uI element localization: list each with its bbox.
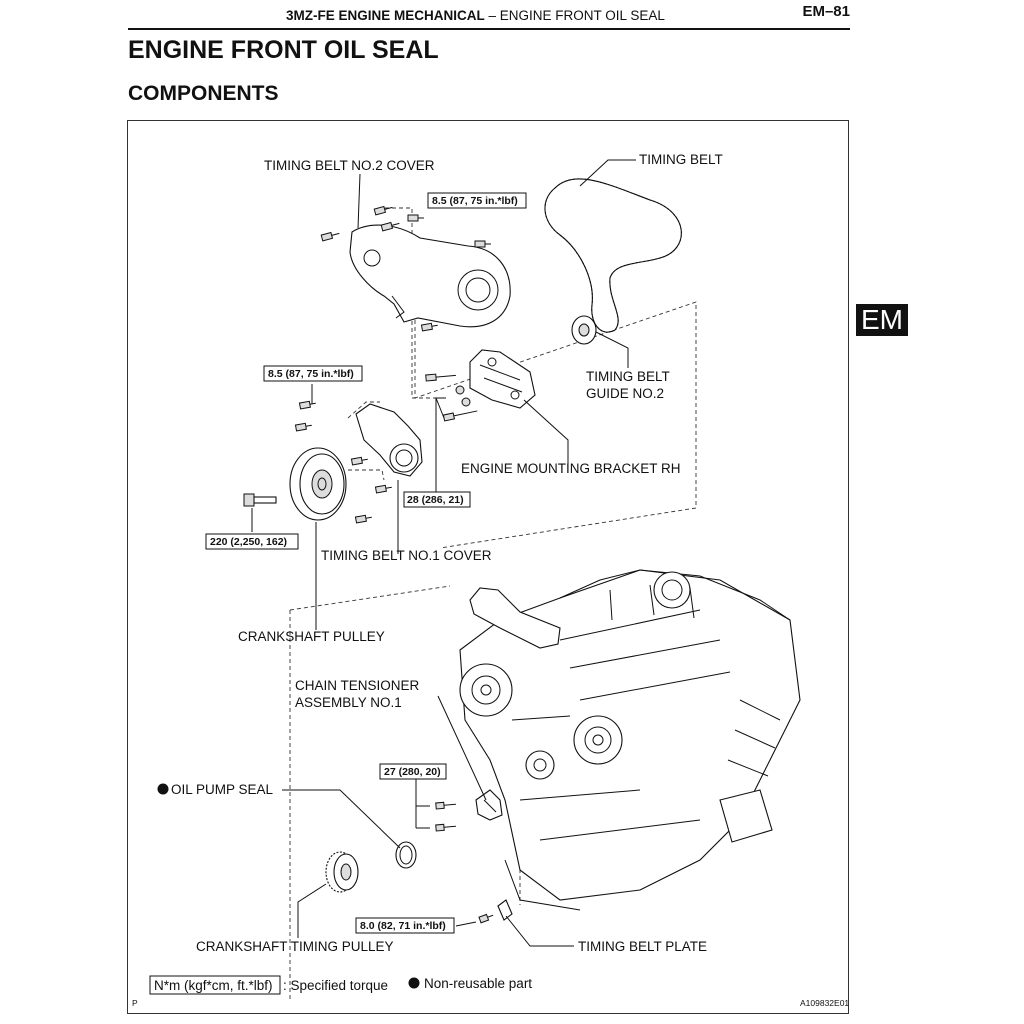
page-number: EM–81: [802, 3, 850, 20]
header-section-bold: 3MZ-FE ENGINE MECHANICAL: [286, 8, 485, 23]
leader-lines: [251, 159, 636, 947]
legend-nonreusable-dot-icon: [408, 977, 420, 989]
torque-cover2: 8.5 (87, 75 in.*lbf): [432, 195, 518, 207]
torque-box-tensioner: [379, 763, 447, 780]
legend-torque-units: N*m (kgf*cm, ft.*lbf): [154, 978, 273, 993]
timing-belt-plate: [478, 899, 513, 924]
engine-mounting-bracket-rh: [469, 349, 536, 409]
cover1-bolts: [294, 400, 392, 524]
timing-belt-no2-cover: [349, 224, 511, 328]
page-title: ENGINE FRONT OIL SEAL: [128, 36, 439, 64]
oil-pump-seal: [395, 841, 417, 869]
corner-mark-p: P: [132, 998, 138, 1008]
legend-nonreusable-text: Non-reusable part: [424, 976, 532, 991]
tensioner-bolts: [435, 801, 456, 832]
cover2-bolts: [320, 205, 491, 332]
torque-box-cover2: [427, 192, 527, 209]
label-timing-belt-guide-2: GUIDE NO.2: [586, 386, 664, 401]
header-section: 3MZ-FE ENGINE MECHANICAL – ENGINE FRONT …: [286, 8, 665, 23]
crankshaft-timing-pulley: [325, 851, 359, 893]
label-chain-tensioner-1: CHAIN TENSIONER: [295, 678, 420, 693]
section-tab-em[interactable]: EM: [856, 304, 908, 336]
figure-id: A109832E01: [800, 998, 849, 1008]
timing-belt-guide-no2: [571, 315, 597, 345]
label-engine-mounting-bracket-rh: ENGINE MOUNTING BRACKET RH: [461, 461, 681, 476]
chain-tensioner-assembly-no1: [475, 789, 503, 821]
torque-tensioner: 27 (280, 20): [384, 766, 441, 778]
label-timing-belt: TIMING BELT: [639, 152, 723, 167]
page-header: 3MZ-FE ENGINE MECHANICAL – ENGINE FRONT …: [128, 3, 850, 30]
label-timing-belt-guide-1: TIMING BELT: [586, 369, 670, 384]
torque-cover1: 8.5 (87, 75 in.*lbf): [268, 368, 354, 380]
timing-belt: [544, 178, 682, 333]
legend-torque-box: [149, 975, 281, 995]
nonreusable-dot-icon: [157, 783, 169, 795]
header-section-sub: ENGINE FRONT OIL SEAL: [499, 8, 665, 23]
torque-box-cover1: [263, 365, 363, 382]
torque-box-plate: [355, 917, 455, 934]
timing-belt-no1-cover: [355, 403, 423, 477]
label-chain-tensioner-2: ASSEMBLY NO.1: [295, 695, 402, 710]
torque-bracket: 28 (286, 21): [407, 494, 464, 506]
crankshaft-pulley-bolt: [243, 493, 277, 507]
label-crankshaft-pulley: CRANKSHAFT PULLEY: [238, 629, 385, 644]
crankshaft-pulley: [289, 447, 347, 521]
torque-box-pulley: [205, 533, 299, 550]
bracket-bolts: [425, 373, 478, 422]
header-separator: –: [488, 8, 497, 23]
label-timing-belt-no1-cover: TIMING BELT NO.1 COVER: [321, 548, 492, 563]
legend-torque-text: : Specified torque: [283, 978, 388, 993]
torque-box-bracket: [403, 491, 471, 508]
engine-assembly: [459, 569, 801, 911]
torque-pulley: 220 (2,250, 162): [210, 536, 287, 548]
label-timing-belt-no2-cover: TIMING BELT NO.2 COVER: [264, 158, 435, 173]
label-timing-belt-plate: TIMING BELT PLATE: [578, 939, 707, 954]
torque-plate: 8.0 (82, 71 in.*lbf): [360, 920, 446, 932]
label-crankshaft-timing-pulley: CRANKSHAFT TIMING PULLEY: [196, 939, 394, 954]
figure-frame: [127, 120, 849, 1014]
label-oil-pump-seal: OIL PUMP SEAL: [171, 782, 274, 797]
section-title: COMPONENTS: [128, 82, 279, 105]
